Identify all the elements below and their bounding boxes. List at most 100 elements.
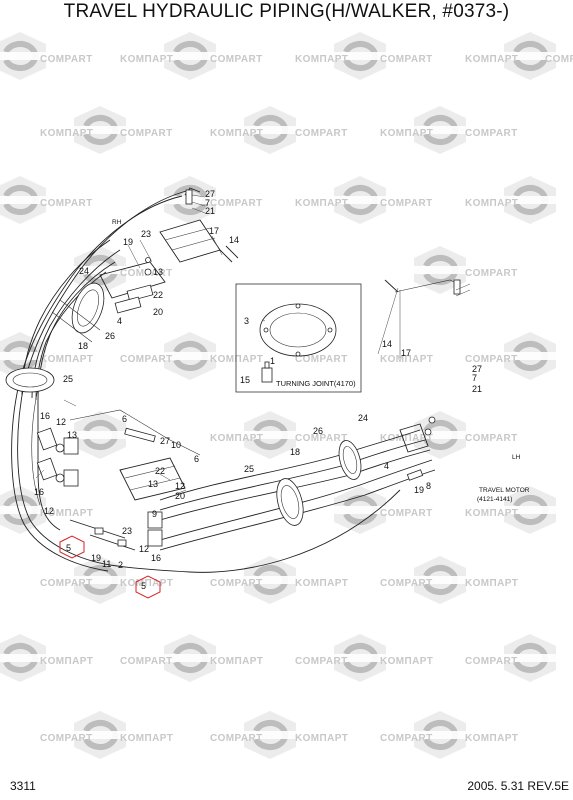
svg-text:COMPART: COMPART: [210, 578, 263, 589]
leader-lines: [35, 194, 471, 495]
callout: 26: [313, 426, 323, 436]
page-title: TRAVEL HYDRAULIC PIPING(H/WALKER, #0373-…: [63, 1, 510, 22]
callout: 8: [426, 481, 431, 491]
callout: 12: [56, 417, 66, 427]
svg-text:COMPART: COMPART: [120, 128, 173, 139]
callout: 21: [472, 384, 482, 394]
callout: 17: [209, 226, 219, 236]
callout: 24: [358, 413, 368, 423]
page-number: 3311: [10, 779, 36, 793]
watermark-row-5: KOMПAPT COMPART KOMПAPT COMPART KOMПAPT …: [0, 332, 556, 380]
svg-text:KOMПAPT: KOMПAPT: [465, 508, 518, 519]
lh-side-label: LH: [512, 454, 521, 461]
svg-text:KOMПAPT: KOMПAPT: [210, 128, 263, 139]
callout: 13: [153, 267, 163, 277]
svg-text:COMPART: COMPART: [40, 733, 93, 744]
svg-text:KOMПAPT: KOMПAPT: [465, 54, 518, 65]
svg-text:COMPART: COMPART: [40, 578, 93, 589]
svg-text:COMPART: COMPART: [120, 656, 173, 667]
svg-text:KOMПAPT: KOMПAPT: [40, 508, 93, 519]
callout: 14: [229, 235, 239, 245]
callout: 27: [472, 364, 482, 374]
callout: 16: [151, 553, 161, 563]
callout: 5: [141, 581, 146, 591]
callout: 25: [244, 464, 254, 474]
revision-date: 2005. 5.31 REV.5E: [467, 779, 569, 793]
svg-text:KOMПAPT: KOMПAPT: [40, 354, 93, 365]
callout: 16: [34, 487, 44, 497]
callout: 2: [118, 560, 123, 570]
callout: 4: [384, 461, 389, 471]
svg-text:COMPART: COMPART: [465, 128, 518, 139]
callout: 20: [153, 307, 163, 317]
watermark-row-8: COMPART KOMПAPT COMPART KOMПAPT COMPART …: [40, 556, 518, 604]
svg-text:COMPART: COMPART: [465, 354, 518, 365]
svg-text:COMPART: COMPART: [380, 54, 433, 65]
callout: 6: [194, 454, 199, 464]
callout: 1: [270, 356, 275, 366]
travel-motor-ref: (4121-4141): [477, 496, 512, 503]
rh-valve-block: [99, 187, 239, 314]
svg-text:KOMПAPT: KOMПAPT: [295, 733, 348, 744]
svg-text:COMPART: COMPART: [545, 54, 573, 65]
callout: 19: [414, 485, 424, 495]
callout: 25: [63, 374, 73, 384]
callout: 18: [78, 341, 88, 351]
turning-joint-inset: TURNING JOINT(4170): [235, 283, 362, 393]
travel-motor-label: TRAVEL MOTOR: [479, 487, 530, 494]
callout: 22: [155, 466, 165, 476]
svg-text:COMPART: COMPART: [40, 54, 93, 65]
callout: 16: [40, 411, 50, 421]
svg-text:COMPART: COMPART: [210, 198, 263, 209]
svg-text:KOMПAPT: KOMПAPT: [210, 354, 263, 365]
callout: 9: [152, 509, 157, 519]
svg-text:KOMПAPT: KOMПAPT: [295, 54, 348, 65]
turning-joint-label: TURNING JOINT(4170): [276, 379, 356, 388]
part-callouts: 27 7 21 23 19 17 14 24 13 22 20 4 26 18 …: [34, 189, 482, 591]
callout: 13: [148, 479, 158, 489]
callout: 12: [175, 481, 185, 491]
svg-text:COMPART: COMPART: [295, 656, 348, 667]
svg-text:KOMПAPT: KOMПAPT: [380, 354, 433, 365]
svg-text:KOMПAPT: KOMПAPT: [120, 54, 173, 65]
watermark-row-3: COMPART COMPART KOMПAPT COMPART KOMПAPT: [0, 176, 556, 224]
svg-text:COMPART: COMPART: [210, 733, 263, 744]
callout: 11: [102, 559, 111, 569]
callout: 20: [175, 491, 185, 501]
watermark-pattern: COMPART KOMПAPT COMPART KOMПAPT COMPART …: [0, 32, 573, 759]
svg-text:KOMПAPT: KOMПAPT: [380, 656, 433, 667]
callout: 18: [290, 447, 300, 457]
callout: 14: [382, 339, 392, 349]
marker-hexagon-center: [135, 575, 161, 599]
callout: 5: [66, 543, 71, 553]
svg-text:KOMПAPT: KOMПAPT: [465, 198, 518, 209]
svg-text:COMPART: COMPART: [380, 198, 433, 209]
watermark-row-10: COMPART KOMПAPT COMPART KOMПAPT COMPART …: [40, 711, 518, 759]
svg-text:COMPART: COMPART: [380, 733, 433, 744]
callout: 12: [139, 544, 149, 554]
callout: 4: [117, 316, 122, 326]
svg-text:COMPART: COMPART: [380, 578, 433, 589]
callout: 10: [171, 440, 181, 450]
svg-text:COMPART: COMPART: [210, 54, 263, 65]
watermark-row-1: COMPART KOMПAPT COMPART KOMПAPT COMPART …: [0, 32, 573, 80]
callout: 12: [44, 506, 54, 516]
rh-side-label: RH: [112, 219, 122, 226]
callout: 13: [67, 430, 77, 440]
watermark-row-6: KOMПAPT COMPART KOMПAPT COMPART: [74, 411, 517, 459]
callout: 19: [91, 553, 101, 563]
callout: 7: [205, 198, 210, 208]
svg-text:COMPART: COMPART: [295, 128, 348, 139]
callout: 6: [122, 414, 127, 424]
callout: 26: [105, 331, 115, 341]
svg-text:KOMПAPT: KOMПAPT: [295, 198, 348, 209]
svg-text:KOMПAPT: KOMПAPT: [465, 578, 518, 589]
svg-text:KOMПAPT: KOMПAPT: [210, 656, 263, 667]
svg-text:COMPART: COMPART: [295, 433, 348, 444]
svg-text:COMPART: COMPART: [380, 508, 433, 519]
svg-text:KOMПAPT: KOMПAPT: [120, 733, 173, 744]
callout: 7: [472, 373, 477, 383]
svg-text:COMPART: COMPART: [295, 354, 348, 365]
callout: 22: [153, 290, 163, 300]
svg-text:KOMПAPT: KOMПAPT: [40, 128, 93, 139]
